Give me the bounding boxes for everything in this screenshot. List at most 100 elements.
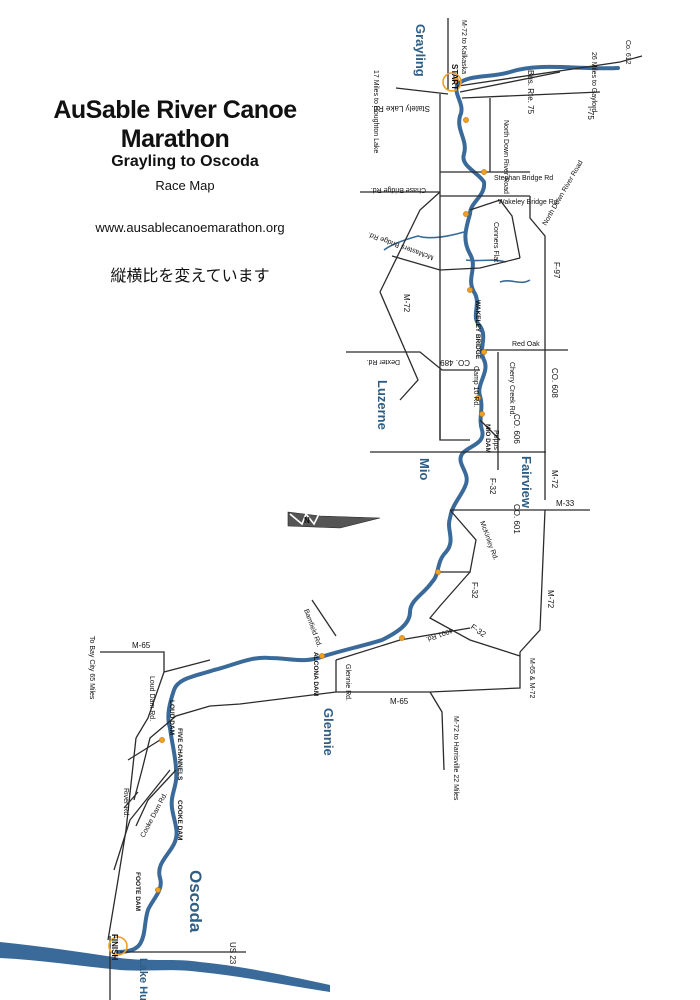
river-tributary-east: [499, 279, 531, 284]
checkpoint-mckinley: [435, 569, 441, 575]
label-camp10: Camp 10 Rd.: [472, 366, 479, 407]
landmark-cooke: COOKE DAM: [176, 800, 183, 840]
label-red-oak: Red Oak: [512, 341, 540, 348]
label-cooke-dam-rd: Cooke Dam Rd.: [140, 792, 170, 839]
label-gaylord: 26 Miles to Gaylord: [590, 52, 597, 112]
landmark-mio-dam: MIO DAM: [484, 424, 491, 453]
label-co489: CO. 489: [440, 358, 470, 367]
label-dexter: Dexter Rd.: [366, 358, 400, 365]
town-glennie: Glennie: [321, 708, 336, 756]
label-i75: I-75: [586, 106, 595, 120]
label-cherry: Cherry Creek Rd.: [508, 362, 515, 417]
label-stately: Stately Lake Rd.: [371, 104, 430, 113]
north-label: N: [304, 516, 310, 525]
road-mckinley: [440, 509, 477, 573]
label-chase: Chase Bridge Rd.: [371, 186, 426, 193]
checkpoint-4001: [399, 635, 405, 641]
checkpoint-red-oak: [481, 349, 487, 355]
label-m72-mid: M-72: [402, 294, 411, 313]
road-i75: [461, 91, 601, 99]
landmark-alcona: ALCONA DAM: [312, 652, 319, 696]
label-4001: 4001 Rd.: [425, 626, 454, 642]
road-houghton: [395, 87, 449, 95]
checkpoint-wakeley: [463, 211, 469, 217]
road-river-west: [107, 737, 137, 941]
town-oscoda: Oscoda: [186, 870, 205, 933]
road-bus75: [459, 71, 561, 93]
label-wakeley-rd: Wakeley Bridge Rd.: [498, 199, 560, 206]
road-popps: [479, 419, 501, 441]
map-title: AuSable River Canoe Marathon: [53, 96, 297, 153]
north-arrow: N: [287, 511, 381, 529]
label-bus75: Bus. Rte. 75: [526, 70, 535, 115]
road-chase-diag: [379, 191, 441, 293]
label-mcmasters: McMasters Bridge Rd.: [367, 230, 435, 260]
label-bamfield: Bamfield Rd.: [302, 608, 322, 648]
label-f32c: F-32: [469, 622, 488, 639]
checkpoint-luzerne: [475, 395, 481, 401]
label-m33: M-33: [556, 499, 575, 508]
lake-huron: [0, 942, 330, 992]
start-circle: [442, 72, 462, 92]
road-bay-city: [163, 659, 211, 673]
finish-label: FINISH: [110, 934, 119, 960]
road-cooke-diag: [113, 769, 171, 871]
finish-circle: [108, 936, 128, 956]
road-m65-west: [209, 691, 337, 707]
label-bay-city: To Bay City 65 Miles: [88, 636, 95, 700]
map-subtitle: Grayling to Oscoda: [111, 153, 259, 170]
road-m72-south: [519, 509, 546, 653]
town-mio: Mio: [417, 458, 432, 480]
checkpoint-grayling: [453, 77, 459, 83]
road-river-rd: [133, 705, 211, 801]
landmark-wakeley: WAKELEY BRIDGE: [474, 300, 481, 360]
checkpoint-alcona: [319, 653, 325, 659]
label-houghton: 17 Miles to Houghton Lake: [372, 70, 379, 153]
road-m65: [336, 652, 521, 693]
label-m72-c: M-72: [550, 470, 559, 489]
lake-huron-label: Lake Huro: [137, 958, 149, 1000]
label-river-rd: River Rd.: [122, 788, 129, 817]
label-m72-d: M-72: [546, 590, 555, 609]
label-glennie-rd: Glennie Rd.: [344, 664, 351, 701]
road-f32-loop: [428, 571, 521, 657]
checkpoint-stephan: [481, 169, 487, 175]
label-loud-dam-rd: Loud Dam Rd.: [148, 676, 155, 721]
label-us23: US 23: [228, 942, 237, 965]
checkpoint-mio: [479, 411, 485, 417]
landmark-five-channels: FIVE CHANNELS: [176, 728, 183, 781]
road-stub-1: [123, 791, 139, 809]
label-stephan: Stephan Bridge Rd: [494, 175, 553, 182]
road-mcmasters: [391, 255, 521, 271]
race-map-label: Race Map: [155, 178, 215, 193]
road-luzerne-loop: [439, 370, 470, 441]
road-bamfield: [311, 599, 337, 637]
label-mckinley: McKinley Rd.: [478, 520, 499, 561]
label-m65-b: M-65: [132, 641, 151, 650]
checkpoint-1: [463, 117, 469, 123]
label-north-down-2: North Down River Road: [542, 159, 585, 227]
road-m72-west: [379, 291, 419, 401]
road-loud-dam: [135, 671, 165, 739]
label-co606: CO. 606: [512, 414, 521, 444]
road-conners-diag: [469, 199, 521, 259]
label-f32a: F-32: [488, 478, 497, 495]
label-f32b: F-32: [470, 582, 479, 599]
website-link[interactable]: www.ausablecanoemarathon.org: [95, 220, 285, 235]
label-m65-m72: M-65 & M-72: [528, 658, 535, 699]
road-co612: [457, 55, 643, 87]
ausable-river: [116, 64, 620, 954]
label-north-down-1: North Down River Road: [502, 120, 509, 194]
label-co612: Co. 612: [624, 40, 631, 65]
road-dexter: [346, 351, 480, 371]
road-m72-harrisville: [429, 691, 445, 771]
label-m65-a: M-65: [390, 697, 409, 706]
river-tributary-mcmasters: [465, 259, 507, 263]
town-grayling: Grayling: [413, 24, 428, 77]
landmark-foote: FOOTE DAM: [134, 872, 141, 911]
label-f97: F-97: [552, 262, 561, 279]
label-conners: Conners Flat: [492, 222, 499, 262]
road-foote-diag: [135, 769, 177, 827]
road-stub-2: [127, 739, 161, 761]
